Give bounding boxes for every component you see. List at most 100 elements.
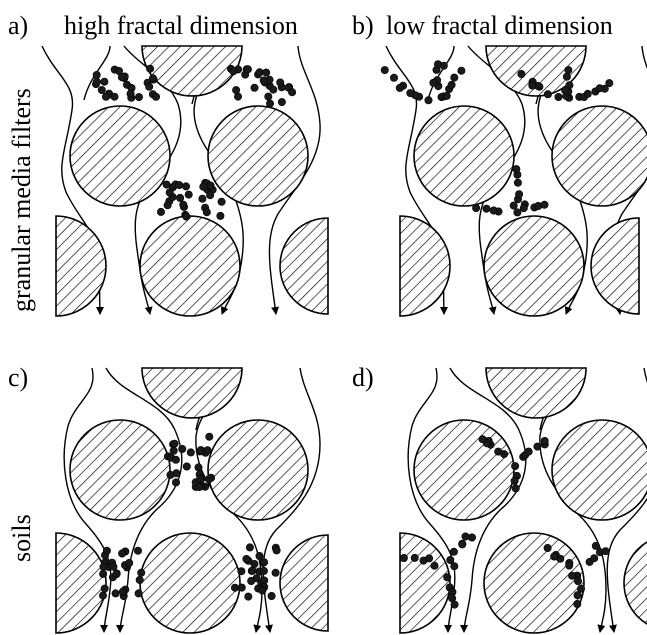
- deposited-particle: [100, 77, 109, 86]
- deposited-particle: [100, 584, 109, 593]
- grain-particle-half: [590, 217, 640, 315]
- panel-b: [380, 45, 647, 317]
- deposited-particle: [389, 73, 398, 82]
- grain-particle: [483, 215, 585, 317]
- panel-a: [41, 45, 329, 317]
- deposited-particle: [262, 68, 271, 77]
- grain-particle-half: [485, 45, 587, 97]
- deposited-particle: [511, 462, 520, 471]
- deposited-particle: [179, 200, 188, 209]
- flow-streamline: [449, 367, 527, 633]
- deposited-particle: [425, 554, 434, 563]
- flow-streamline: [63, 367, 112, 633]
- grain-particle: [413, 419, 515, 521]
- deposited-particle: [395, 83, 404, 92]
- deposited-particle: [111, 589, 120, 598]
- deposited-particle: [244, 592, 253, 601]
- deposited-particle: [134, 589, 143, 598]
- panel-a-label: a): [8, 11, 28, 40]
- deposited-particle: [92, 77, 101, 86]
- grain-particle: [207, 105, 309, 207]
- deposited-particle: [135, 575, 144, 584]
- deposited-particle: [271, 568, 280, 577]
- deposited-particle: [97, 86, 106, 95]
- deposited-particle: [194, 463, 203, 472]
- grain-particle: [551, 419, 647, 521]
- deposited-particle: [184, 190, 193, 199]
- grain-particle-half: [141, 367, 243, 419]
- deposited-particle: [446, 555, 455, 564]
- deposited-particle: [260, 558, 269, 567]
- deposited-particle: [554, 93, 563, 102]
- deposited-particle: [264, 92, 273, 101]
- deposited-particle: [234, 92, 243, 101]
- deposited-particle: [152, 92, 161, 101]
- deposited-particle: [450, 73, 459, 82]
- deposited-particle: [457, 66, 466, 75]
- deposited-particle: [231, 583, 240, 592]
- deposited-particle: [163, 201, 172, 210]
- deposited-particle: [176, 193, 185, 202]
- grain-particle: [69, 419, 171, 521]
- deposited-particle: [255, 551, 264, 560]
- deposited-particle: [259, 566, 268, 575]
- deposited-particle: [605, 79, 614, 88]
- deposited-particle: [449, 547, 458, 556]
- deposited-particle: [149, 74, 158, 83]
- deposited-particle: [245, 543, 254, 552]
- deposited-particle: [515, 190, 524, 199]
- deposited-particle: [126, 89, 135, 98]
- panel-b-label: b): [352, 11, 374, 40]
- grain-particle-half: [141, 45, 243, 97]
- deposited-particle: [243, 65, 252, 74]
- deposited-particle: [489, 206, 498, 215]
- deposited-particle: [565, 561, 574, 570]
- deposited-particle: [509, 201, 518, 210]
- deposited-particle: [447, 80, 456, 89]
- flow-streamline: [606, 367, 647, 633]
- deposited-particle: [583, 89, 592, 98]
- deposited-particle: [573, 599, 582, 608]
- deposited-particle: [482, 204, 491, 213]
- deposited-particle: [242, 554, 251, 563]
- row-label-soils: soils: [7, 514, 36, 562]
- deposited-particle: [540, 436, 549, 445]
- deposited-particle: [494, 447, 503, 456]
- deposited-particle: [145, 82, 154, 91]
- grain-particle-half: [623, 541, 647, 625]
- grain-particle-half: [485, 367, 587, 419]
- grain-particle: [551, 105, 647, 207]
- deposited-particle: [229, 67, 238, 76]
- grain-particle: [483, 532, 585, 634]
- deposited-particle: [175, 181, 184, 190]
- deposited-particle: [430, 561, 439, 570]
- deposited-particle: [450, 562, 459, 571]
- panel-d: [399, 367, 647, 634]
- deposited-particle: [205, 432, 214, 441]
- deposited-particle: [217, 197, 226, 206]
- deposited-particle: [203, 446, 212, 455]
- panel-a-title: high fractal dimension: [64, 11, 298, 40]
- deposited-particle: [237, 583, 246, 592]
- deposited-particle: [259, 76, 268, 85]
- deposited-particle: [512, 165, 521, 174]
- deposited-particle: [576, 584, 585, 593]
- deposited-particle: [250, 83, 259, 92]
- grain-particle-half: [55, 215, 107, 317]
- deposited-particle: [199, 182, 208, 191]
- deposited-particle: [102, 546, 111, 555]
- deposited-particle: [206, 181, 215, 190]
- grain-particle: [139, 532, 241, 634]
- deposited-particle: [146, 64, 155, 73]
- deposited-particle: [561, 86, 570, 95]
- deposited-particle: [568, 571, 577, 580]
- deposited-particle: [406, 89, 415, 98]
- deposited-particle: [125, 558, 134, 567]
- deposited-particle: [112, 570, 121, 579]
- deposited-particle: [528, 81, 537, 90]
- deposited-particle: [601, 547, 610, 556]
- deposited-particle: [458, 540, 467, 549]
- deposited-particle: [92, 71, 101, 80]
- deposited-particle: [442, 91, 451, 100]
